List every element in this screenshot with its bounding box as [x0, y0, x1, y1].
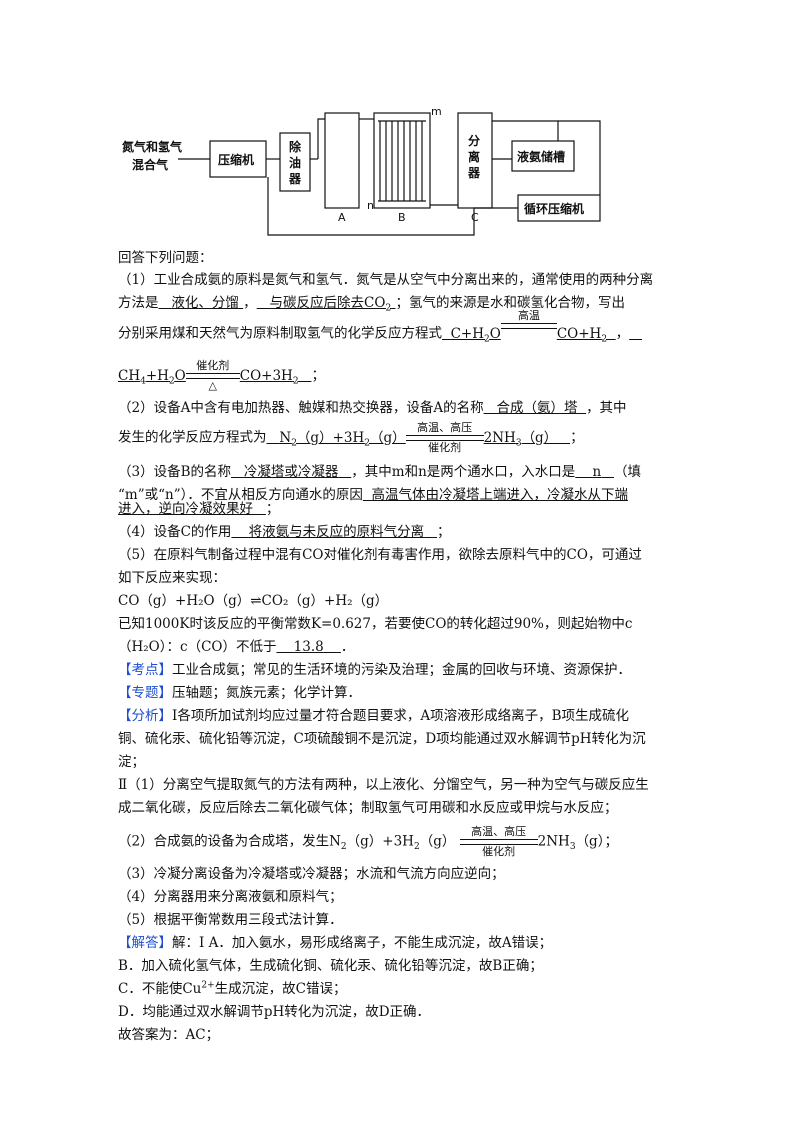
label-b: B [398, 211, 406, 224]
part2-line5: （4）分离器用来分离液氨和原料气； [118, 889, 343, 905]
part2-line1: Ⅱ（1）分离空气提取氮气的方法有两种，以上液化、分馏空气，另一种为空气与碳反应生 [118, 777, 649, 793]
q3-line2: “m”或“n”）．不宜从相反方向通水的原因 高温气体由冷凝塔上端进入，冷凝水从下… [118, 487, 628, 503]
cooler-b [373, 112, 431, 209]
q2-answer: 合成（氨）塔 [496, 400, 578, 416]
label-m: m [431, 105, 442, 118]
eq1-condition: 高温 [517, 309, 540, 322]
zhuanti-line: 【专题】压轴题；氮族元素；化学计算． [118, 685, 361, 701]
q1-line3-prefix: 分别采用煤和天然气为原料制取氢气的化学反应方程式 [118, 325, 442, 342]
q3-answer-2: n [592, 464, 602, 480]
q5-line4: 已知1000K时该反应的平衡常数K=0.627，若要使CO的转化超过90%，则起… [118, 616, 633, 632]
kaodian-tag: 【考点】 [118, 662, 172, 678]
jieda-tag: 【解答】 [118, 935, 172, 951]
oil-remover-label-3: 器 [288, 172, 302, 186]
q5-answer: 13.8 [293, 639, 324, 655]
q2-condition-top: 高温、高压 [417, 421, 473, 434]
kaodian-line: 【考点】工业合成氨；常见的生活环境的污染及治理；金属的回收与环境、资源保护． [118, 662, 631, 678]
q1-line1: （1）工业合成氨的原料是氮气和氢气．氮气是从空气中分离出来的，通常使用的两种分离 [118, 272, 654, 288]
separator-label-1: 分 [468, 133, 480, 148]
label-n: n [367, 199, 374, 212]
feed-label-2: 混合气 [132, 157, 168, 172]
q1-line2: 方法是 液化、分馏 ， 与碳反应后除去CO2 ；氢气的来源是水和碳氢化合物，写出 [118, 295, 625, 314]
part2-condition-top: 高温、高压 [471, 825, 527, 838]
part2-line6: （5）根据平衡常数用三段式法计算． [118, 912, 343, 928]
eq2-condition-bottom: △ [208, 379, 217, 392]
diagram-svg: 氮气和氢气 混合气 压缩机 除 油 器 分 离 器 液氨储槽 循环压缩机 A B… [122, 105, 601, 236]
fenxi-line1: 【分析】Ⅰ各项所加试剂均应过量才符合题目要求，A项溶液形成络离子，B项生成硫化 [118, 708, 630, 724]
intro: 回答下列问题： [118, 250, 213, 266]
q3-answer-3a: 高温气体由冷凝塔上端进入，冷凝水从下端 [371, 487, 628, 503]
q2-line1: （2）设备A中含有电加热器、触媒和热交换器，设备A的名称 合成（氨）塔 ，其中 [118, 400, 627, 416]
jieda-line2: B．加入硫化氢气体，生成硫化铜、硫化汞、硫化铅等沉淀，故B正确； [118, 958, 543, 974]
q3-line3: 进入，逆向冷凝效果好 ； [118, 501, 280, 517]
process-flow-diagram: 氮气和氢气 混合气 压缩机 除 油 器 分 离 器 液氨储槽 循环压缩机 A B… [118, 103, 618, 243]
part2-line2: 成二氧化碳，反应后除去二氧化碳气体；制取氢气可用碳和水反应或甲烷与水反应； [118, 800, 618, 816]
tank-label: 液氨储槽 [517, 149, 565, 164]
q4-answer: 将液氨与未反应的原料气分离 [248, 524, 425, 540]
separator-label-3: 器 [467, 166, 481, 180]
q1-answer-1: 液化、分馏 [171, 295, 239, 311]
q1-line2-suffix: ；氢气的来源是水和碳氢化合物，写出 [395, 295, 625, 311]
label-a: A [338, 211, 346, 224]
part2-line4: （3）冷凝分离设备为冷凝塔或冷凝器；水流和气流方向应逆向； [118, 866, 505, 882]
q5-line1: （5）在原料气制备过程中混有CO对催化剂有毒害作用，欲除去原料气中的CO，可通过 [118, 547, 642, 563]
oil-remover-label-2: 油 [289, 155, 301, 170]
feed-label-1: 氮气和氢气 [122, 139, 182, 154]
q1-line2-prefix: 方法是 [118, 295, 159, 311]
q5-line5: （H₂O）：c（CO）不低于 13.8 ． [118, 639, 355, 655]
jieda-line1: 【解答】解：Ⅰ A．加入氨水，易形成络离子，不能生成沉淀，故A错误； [118, 935, 553, 951]
fenxi-tag: 【分析】 [118, 708, 172, 724]
part2-condition-bottom: 催化剂 [482, 845, 516, 858]
q4-line: （4）设备C的作用 将液氨与未反应的原料气分离 ； [118, 524, 451, 540]
q5-line2: 如下反应来实现： [118, 570, 226, 586]
fenxi-line2: 铜、硫化汞、硫化铅等沉淀，C项硫酸铜不是沉淀，D项均能通过双水解调节pH转化为沉 [118, 731, 646, 747]
eq2-condition-top: 催化剂 [196, 359, 230, 372]
recycle-compressor-label: 循环压缩机 [524, 201, 584, 216]
tower-a [324, 112, 360, 209]
q3-line1: （3）设备B的名称 冷凝塔或冷凝器 ，其中m和n是两个通水口，入水口是 n （填 [118, 464, 642, 480]
q3-answer-1: 冷凝塔或冷凝器 [243, 464, 339, 480]
oil-remover-label-1: 除 [289, 139, 302, 154]
answer-line: 故答案为：AC； [118, 1027, 220, 1043]
jieda-line3: C．不能使Cu2+生成沉淀，故C错误； [118, 980, 347, 998]
tank-box [511, 140, 575, 172]
q2-condition-bottom: 催化剂 [428, 441, 462, 454]
zhuanti-tag: 【专题】 [118, 685, 172, 701]
jieda-line4: D．均能通过双水解调节pH转化为沉淀，故D正确． [118, 1004, 431, 1020]
compressor-label: 压缩机 [218, 152, 254, 167]
q5-line3: CO（g）+H₂O（g）⇌CO₂（g）+H₂（g） [118, 593, 389, 609]
q3-answer-3b: 进入，逆向冷凝效果好 [118, 501, 253, 517]
separator-label-2: 离 [468, 149, 480, 164]
label-c: C [471, 211, 479, 224]
fenxi-line3: 淀； [118, 754, 145, 770]
oil-remover-box [279, 132, 311, 192]
q1-answer-2: 与碳反应后除去CO2 [269, 295, 392, 314]
